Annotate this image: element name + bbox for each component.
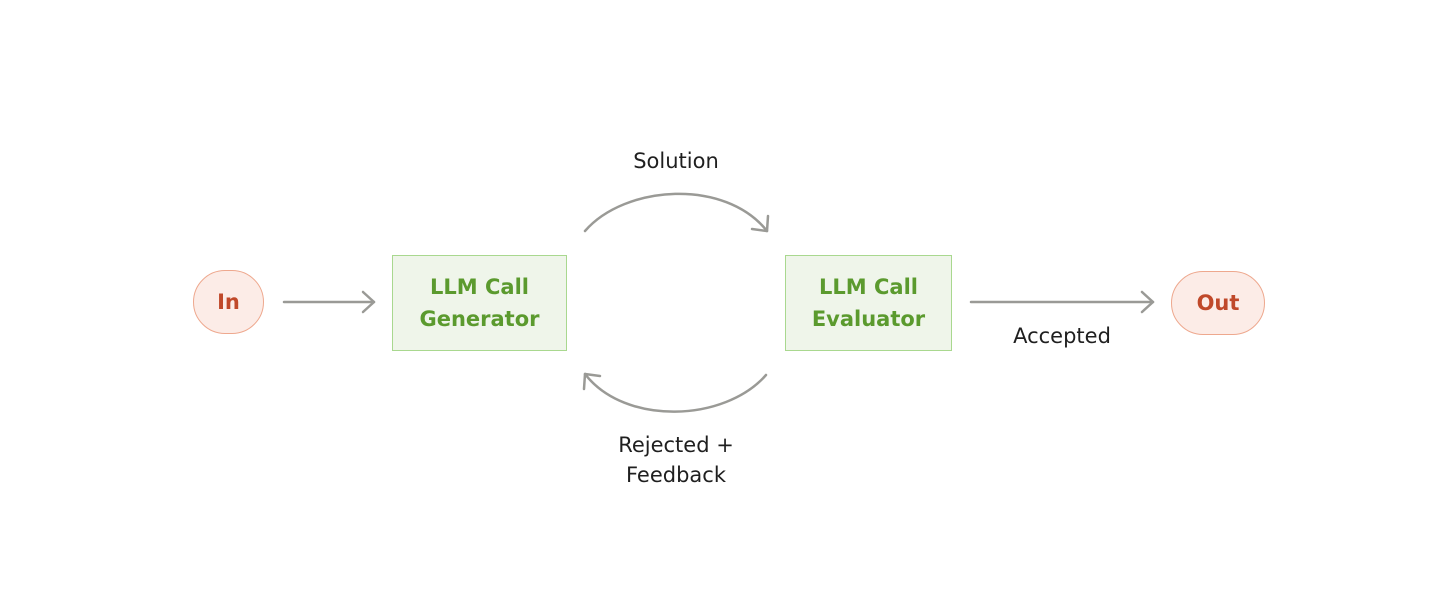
evaluator-node: LLM Call Evaluator bbox=[785, 255, 952, 351]
arrow-rejected-feedback bbox=[582, 372, 768, 413]
output-node: Out bbox=[1171, 271, 1265, 335]
arrow-in-to-generator bbox=[282, 290, 376, 314]
solution-edge-label: Solution bbox=[633, 149, 719, 173]
generator-node: LLM Call Generator bbox=[392, 255, 567, 351]
output-node-label: Out bbox=[1196, 291, 1240, 315]
generator-node-line2: Generator bbox=[419, 307, 540, 331]
rejected-label-line1: Rejected + bbox=[618, 433, 734, 457]
accepted-edge-label: Accepted bbox=[1013, 324, 1111, 348]
arrow-evaluator-to-out bbox=[969, 290, 1155, 314]
arrow-solution bbox=[583, 192, 770, 233]
evaluator-node-line1: LLM Call bbox=[819, 275, 918, 299]
rejected-label-line2: Feedback bbox=[625, 463, 726, 487]
input-node-label: In bbox=[217, 290, 240, 314]
generator-node-line1: LLM Call bbox=[430, 275, 529, 299]
evaluator-node-line2: Evaluator bbox=[811, 307, 926, 331]
rejected-feedback-edge-label: Rejected + Feedback bbox=[596, 430, 756, 490]
input-node: In bbox=[193, 270, 264, 334]
